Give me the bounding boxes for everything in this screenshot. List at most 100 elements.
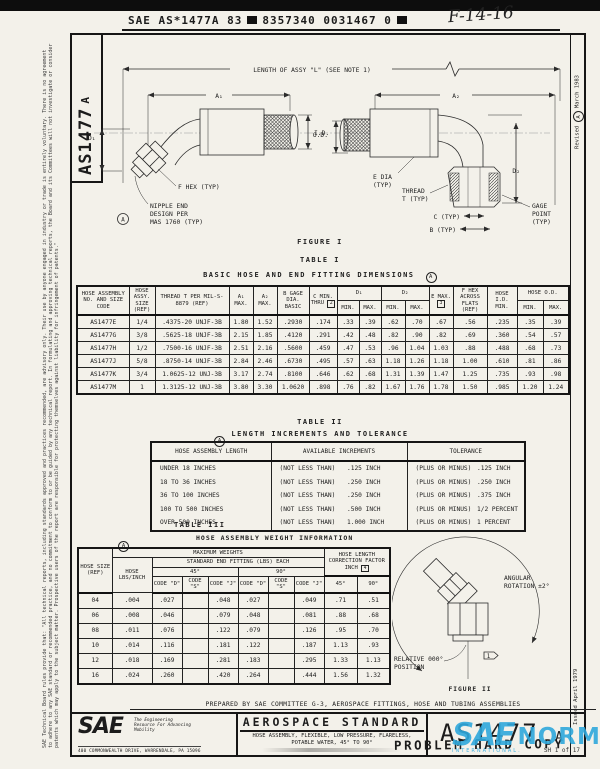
table-cell: .250 INCH (343, 475, 408, 489)
column-header: CODE "D" (237, 575, 269, 594)
table-cell: .33 (336, 314, 360, 330)
label-gage-2: POINT (532, 211, 551, 218)
column-header: C MIN. THRU 2 (308, 285, 338, 317)
table-cell: 08 (77, 622, 113, 639)
table-cell: 1.67 (380, 380, 406, 395)
label-gage-1: GAGE (532, 203, 547, 210)
handwritten-note: F-14-16 (447, 2, 515, 28)
table-row: 04.004.027.048.027.049.71.51 (77, 592, 391, 609)
table-cell: .88 (323, 607, 358, 624)
table-cell: (NOT LESS THAN) (279, 478, 336, 486)
table-cell: .82 (380, 328, 406, 343)
table-cell: 1.000 INCH (343, 516, 408, 531)
table-cell: .360 (486, 328, 518, 343)
revision-marker-icon: A (121, 218, 125, 224)
table-cell: .122 (207, 622, 239, 639)
table-cell: .049 (293, 592, 325, 609)
table-cell: .027 (151, 592, 183, 609)
document-number-tab: AS1477A (72, 35, 103, 183)
table-cell: 1.18 (380, 354, 406, 369)
label-d1: D₁ (88, 135, 96, 142)
table-cell: .53 (358, 341, 382, 356)
table-cell: 3.17 (228, 367, 254, 382)
table-cell: 1.20 (516, 380, 544, 395)
standard-title-line1: HOSE ASSEMBLY, FLEXIBLE, LOW PRESSURE, F… (252, 733, 412, 739)
label-f-hex: F HEX (TYP) (178, 184, 220, 191)
table-cell: AS1477G (76, 328, 130, 343)
column-header: MAXIMUM WEIGHTS (111, 547, 325, 559)
table1-subtitle: BASIC HOSE AND END FITTING DIMENSIONS A (72, 271, 568, 283)
table-cell: .735 (486, 367, 518, 382)
column-header: TOLERANCE (407, 442, 526, 462)
table-cell: AS1477H (76, 341, 130, 356)
label-relative-1: RELATIVE 000° (394, 655, 443, 663)
table-cell: .169 (151, 652, 183, 669)
table-cell: 2.15 (228, 328, 254, 343)
column-header: E MAX. 3 (428, 285, 454, 317)
table-cell: .122 (237, 637, 269, 654)
watermark-sae: SAE (452, 717, 515, 753)
table-cell (267, 637, 295, 654)
table-cell: .081 (293, 607, 325, 624)
table-cell: .68 (356, 607, 391, 624)
table-cell: .024 (111, 667, 153, 685)
table-cell: .027 (237, 592, 269, 609)
table-cell: 1/2 PERCENT (477, 505, 518, 513)
column-header: CODE "S" (267, 575, 295, 594)
table-cell: .4120 (276, 328, 310, 343)
table-cell: 2.74 (252, 367, 278, 382)
saenorm-watermark: SAE NORM INTERNATIONAL. (452, 717, 600, 755)
table-cell: 1.00 (452, 354, 488, 369)
table-cell: .2930 (276, 314, 310, 330)
table-cell: (PLUS OR MINUS) (415, 492, 472, 500)
sae-address: 400 COMMONWEALTH DRIVE, WARRENDALE, PA 1… (78, 746, 201, 754)
revision-marker-icon: A (425, 271, 437, 283)
table-cell: (NOT LESS THAN) (279, 492, 336, 500)
table-cell: .079 (207, 607, 239, 624)
table-cell: .008 (111, 607, 153, 624)
label-angular-1: ANGULAR (504, 575, 531, 582)
table-cell: .046 (151, 607, 183, 624)
standard-title-cell: AEROSPACE STANDARD HOSE ASSEMBLY, FLEXIB… (238, 714, 428, 757)
label-thread-2: T (TYP) (402, 196, 429, 203)
table-cell: .39 (358, 314, 382, 330)
table-cell: .444 (293, 667, 325, 685)
table-row: 36 TO 100 INCHES(NOT LESS THAN).250 INCH… (151, 489, 525, 503)
table-cell (267, 607, 295, 624)
table-cell: .73 (542, 341, 570, 356)
column-header: HOSE O.D. (516, 285, 570, 302)
table-cell: 1.18 (428, 354, 454, 369)
prepared-by-line: PREPARED BY SAE COMMITTEE G-3, AEROSPACE… (130, 701, 596, 710)
label-d2: D₂ (512, 168, 520, 175)
table-cell: AS1477E (76, 314, 130, 330)
table-cell: 3/8 (128, 328, 156, 343)
table-cell: .126 (293, 622, 325, 639)
label-nipple-3: MAS 1760 (TYP) (150, 219, 203, 226)
table-row: 08.011.076.122.079.126.95.70 (77, 622, 391, 639)
table-cell: .014 (111, 637, 153, 654)
table-cell: .62 (336, 367, 360, 382)
label-nipple-2: DESIGN PER (150, 211, 188, 218)
label-b-typ: B (TYP) (429, 227, 456, 234)
table-cell: 1.04 (404, 341, 430, 356)
note-flag-icon: 4 (361, 564, 370, 573)
scan-header-numbers: 8357340 0031467 0 (262, 14, 392, 27)
table-cell: AS1477M (76, 380, 130, 395)
table-cell: 1.52 (252, 314, 278, 330)
table-cell: 1.3125-12 UNJ-3B (154, 380, 230, 395)
header-rule (122, 29, 560, 31)
label-id: I.D. (314, 130, 329, 137)
table-cell: .260 (151, 667, 183, 685)
table-cell: 1.33 (323, 652, 358, 669)
table-cell: .35 (516, 314, 544, 330)
sae-logo: SAE (78, 714, 124, 739)
revised-text: Revised A March 1983 (573, 75, 584, 149)
label-a2: A₂ (452, 93, 460, 100)
label-gage-3: (TYP) (532, 219, 551, 226)
table-cell: 1.26 (404, 354, 430, 369)
table-cell: .68 (516, 341, 544, 356)
